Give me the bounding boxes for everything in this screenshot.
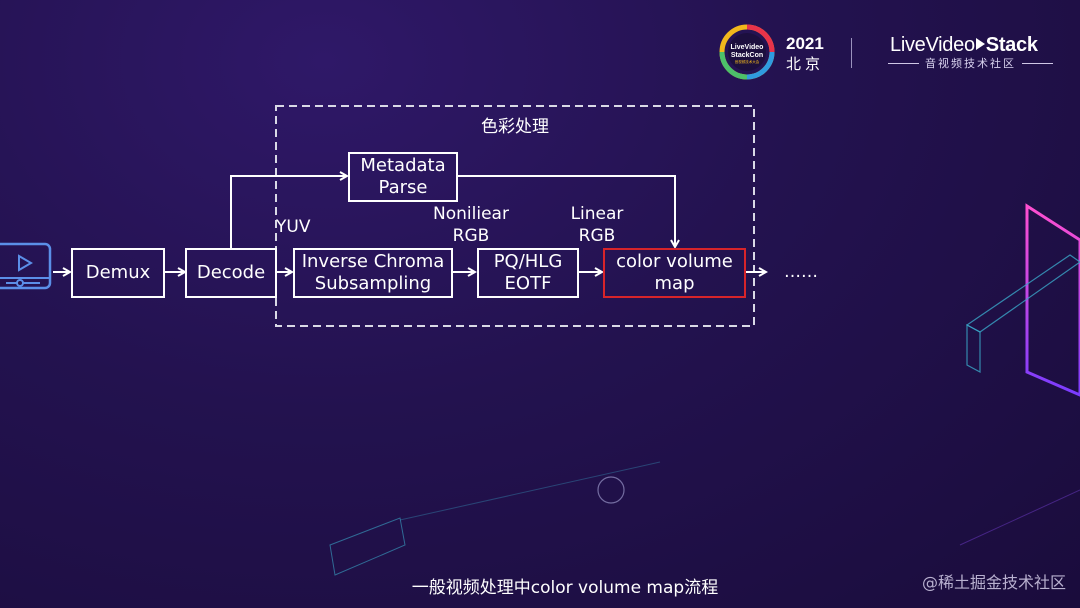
yuv-label: YUV — [276, 217, 311, 237]
watermark: @稀土掘金技术社区 — [921, 573, 1066, 592]
color-processing-group — [275, 105, 755, 327]
metadata-parse-node: Metadata Parse — [348, 152, 458, 202]
continuation-ellipsis: …… — [784, 262, 818, 282]
svg-text:音视频技术大会: 音视频技术大会 — [735, 59, 760, 64]
group-title: 色彩处理 — [481, 117, 549, 137]
color-volume-map-node: color volume map — [603, 248, 746, 298]
slide-caption: 一般视频处理中color volume map流程 — [411, 578, 719, 598]
inverse-label-line1: Inverse Chroma — [301, 251, 445, 272]
metadata-label-line2: Parse — [378, 177, 428, 198]
decode-node: Decode — [185, 248, 277, 298]
arrow-decode-metadata — [230, 176, 347, 248]
svg-text:StackCon: StackCon — [731, 52, 763, 59]
demux-node: Demux — [71, 248, 165, 298]
svg-text:LiveVideo: LiveVideo — [731, 44, 764, 51]
eotf-node: PQ/HLG EOTF — [477, 248, 579, 298]
eotf-label-line1: PQ/HLG — [493, 251, 563, 272]
nonlinear-label-line1: Noniliear — [433, 204, 509, 224]
nonlinear-label-line2: RGB — [452, 226, 490, 246]
metadata-label-line1: Metadata — [360, 155, 446, 176]
arrow-metadata-cvm — [457, 175, 675, 247]
cvm-label-line2: map — [654, 273, 695, 294]
play-icon — [975, 38, 985, 50]
video-player-icon — [0, 242, 52, 290]
faint-line-decoration — [399, 461, 661, 521]
decode-label: Decode — [196, 262, 266, 283]
circle-decoration — [597, 476, 625, 504]
eotf-label-line2: EOTF — [504, 273, 552, 294]
bottom-beam-decoration — [329, 517, 406, 576]
inverse-label-line2: Subsampling — [314, 273, 432, 294]
neon-frame-decoration — [1025, 203, 1080, 397]
linear-label-line1: Linear — [570, 204, 624, 224]
linear-label-line2: RGB — [578, 226, 616, 246]
brand-subtitle: 音视频技术社区 — [888, 55, 1053, 71]
inverse-chroma-node: Inverse Chroma Subsampling — [293, 248, 453, 298]
beam-end-decoration — [966, 323, 981, 374]
demux-label: Demux — [85, 262, 151, 283]
faint-line-decoration-2 — [959, 489, 1080, 546]
event-city: 北京 — [786, 55, 825, 73]
cvm-label-line1: color volume — [616, 251, 733, 272]
event-year: 2021 — [786, 34, 824, 53]
header-divider — [851, 38, 852, 68]
conference-logo: LiveVideo StackCon 音视频技术大会 — [719, 24, 775, 80]
